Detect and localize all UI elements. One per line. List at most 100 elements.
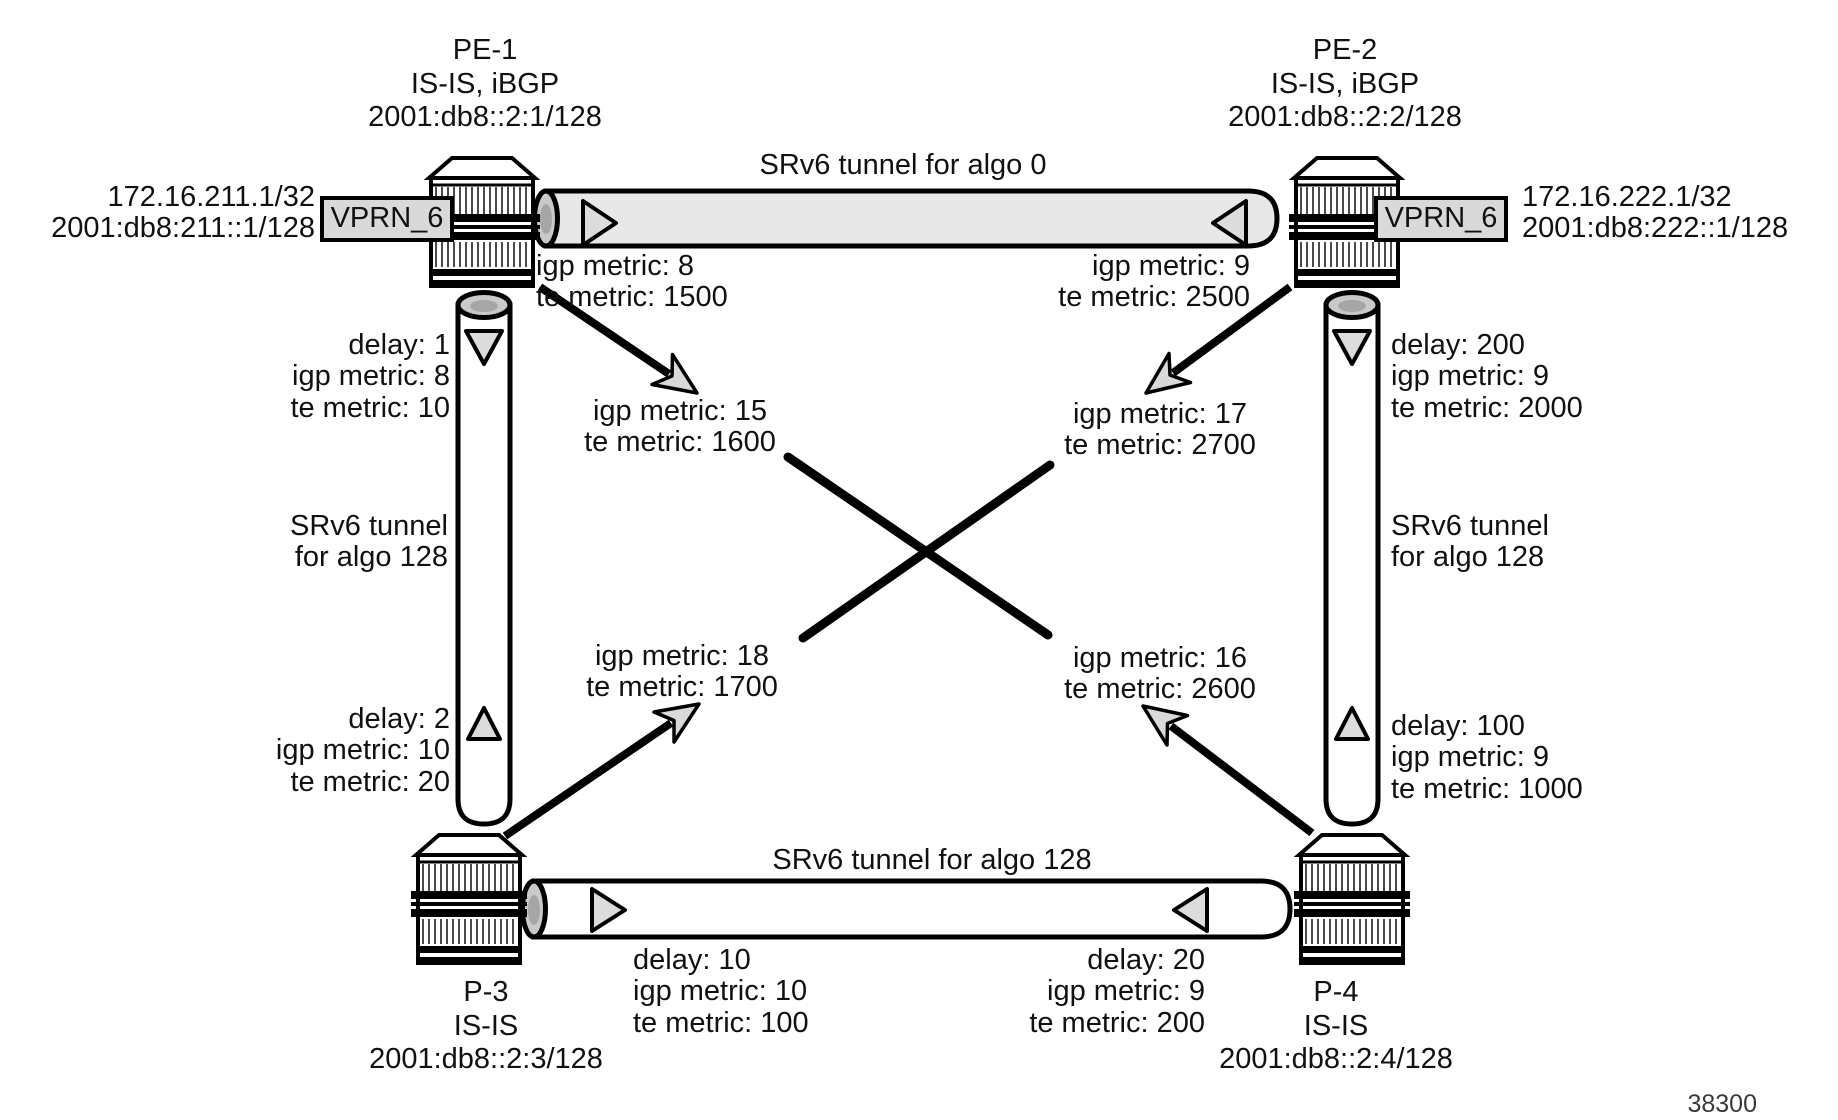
pe2-to-p3-metrics: igp metric: 17 te metric: 2700 <box>1064 398 1256 462</box>
right-tunnel-top-metrics: delay: 200 igp metric: 9 te metric: 2000 <box>1391 329 1583 424</box>
left-tunnel-title-line1: SRv6 tunnel <box>290 510 448 542</box>
p4-to-pe1-arrow <box>1141 704 1315 837</box>
vprn-left-addresses: 172.16.211.1/32 2001:db8:211::1/128 <box>51 181 316 245</box>
pe1-to-p4-metrics: igp metric: 15 te metric: 1600 <box>584 395 776 459</box>
bottom-tunnel-p3-igp-metric: igp metric: 10 <box>633 975 808 1008</box>
pe1-protocols: IS-IS, iBGP <box>410 67 560 100</box>
p4-name: P-4 <box>1313 976 1359 1008</box>
right-tunnel-up-triangle-icon <box>1334 706 1370 741</box>
right-tunnel-bottom-delay: delay: 100 <box>1391 710 1525 742</box>
right-tunnel-top-igp-metric: igp metric: 9 <box>1391 360 1549 393</box>
bottom-tunnel-p4-igp-metric: igp metric: 9 <box>1047 975 1205 1008</box>
left-tunnel-top-metrics: delay: 1 igp metric: 8 te metric: 10 <box>290 329 450 424</box>
pe1-to-p4-arrow <box>537 283 699 395</box>
p3-address: 2001:db8::2:3/128 <box>369 1043 603 1076</box>
pe1-label: PE-1 IS-IS, iBGP 2001:db8::2:1/128 <box>368 34 602 135</box>
right-tunnel-top-te-metric: te metric: 2000 <box>1391 391 1583 424</box>
diagonal-links <box>502 283 1315 840</box>
p4-arrowhead-icon <box>1141 704 1190 747</box>
vprn-left-box <box>320 196 454 242</box>
left-tunnel-bottom-igp-metric: igp metric: 10 <box>275 734 450 767</box>
pe2-to-p3-te-metric: te metric: 2700 <box>1064 429 1256 462</box>
figure-number: 38300 <box>1687 1090 1757 1118</box>
top-tunnel-pe2-igp-metric: igp metric: 9 <box>1092 250 1250 282</box>
left-tunnel-bottom-delay: delay: 2 <box>348 703 450 735</box>
vprn-left-ipv4: 172.16.211.1/32 <box>107 181 316 213</box>
cross-link-segment-ne-sw <box>798 460 1055 643</box>
pe2-address: 2001:db8::2:2/128 <box>1228 101 1462 134</box>
top-tunnel-pe2-metrics: igp metric: 9 te metric: 2500 <box>1058 250 1250 314</box>
left-tunnel-down-triangle-icon <box>464 329 504 366</box>
left-tunnel-title: SRv6 tunnel for algo 128 <box>290 510 448 574</box>
p3-to-pe2-igp-metric: igp metric: 18 <box>594 640 770 672</box>
pe2-label: PE-2 IS-IS, iBGP 2001:db8::2:2/128 <box>1228 34 1462 135</box>
left-tunnel-bottom-te-metric: te metric: 20 <box>290 765 450 798</box>
vprn-left-label: VPRN_6 <box>330 202 444 234</box>
cross-link-segment-nw-se <box>783 452 1053 640</box>
p3-arrowhead-icon <box>652 702 701 744</box>
top-tunnel-title: SRv6 tunnel for algo 0 <box>759 149 1047 181</box>
left-tunnel-bottom-metrics: delay: 2 igp metric: 10 te metric: 20 <box>275 703 450 798</box>
vprn-right-addresses: 172.16.222.1/32 2001:db8:222::1/128 <box>1522 181 1789 245</box>
p3-name: P-3 <box>463 976 509 1008</box>
left-tunnel-title-line2: for algo 128 <box>294 541 448 574</box>
pe2-protocols: IS-IS, iBGP <box>1270 67 1420 100</box>
pe2-arrowhead-icon <box>1144 351 1193 395</box>
bottom-tunnel-left-triangle-icon <box>1172 887 1209 933</box>
top-tunnel-pe1-te-metric: te metric: 1500 <box>536 281 728 314</box>
p3-protocols: IS-IS <box>453 1009 519 1042</box>
top-tunnel-left-triangle-icon <box>1211 199 1248 247</box>
bottom-tunnel-p4-te-metric: te metric: 200 <box>1029 1006 1205 1039</box>
bottom-tunnel-title: SRv6 tunnel for algo 128 <box>772 844 1092 876</box>
top-tunnel-pe1-igp-metric: igp metric: 8 <box>536 250 694 282</box>
right-tunnel-title: SRv6 tunnel for algo 128 <box>1391 510 1549 574</box>
vprn-right-box <box>1374 196 1508 242</box>
pe1-arrowhead-icon <box>650 352 699 395</box>
left-tunnel-top-igp-metric: igp metric: 8 <box>292 360 450 393</box>
p3-to-pe2-arrow <box>502 702 701 840</box>
right-tunnel-title-line2: for algo 128 <box>1391 541 1545 574</box>
pe1-to-p4-te-metric: te metric: 1600 <box>584 426 776 459</box>
left-tunnel-top-te-metric: te metric: 10 <box>290 391 450 424</box>
right-tunnel-bottom-te-metric: te metric: 1000 <box>1391 772 1583 805</box>
left-tunnel-up-triangle-icon <box>466 706 502 741</box>
bottom-tunnel-p4-metrics: delay: 20 igp metric: 9 te metric: 200 <box>1029 944 1205 1039</box>
vprn-right-ipv4: 172.16.222.1/32 <box>1522 181 1732 213</box>
p4-protocols: IS-IS <box>1303 1009 1369 1042</box>
p3-router-icon <box>409 833 529 965</box>
right-vertical-tunnel-cylinder <box>1323 290 1381 827</box>
right-tunnel-down-triangle-icon <box>1332 329 1372 366</box>
vprn-left-ipv6: 2001:db8:211::1/128 <box>51 212 315 245</box>
right-tunnel-title-line1: SRv6 tunnel <box>1391 510 1549 542</box>
top-tunnel-pe1-metrics: igp metric: 8 te metric: 1500 <box>536 250 728 314</box>
pe2-to-p3-igp-metric: igp metric: 17 <box>1072 398 1248 430</box>
top-tunnel-cylinder <box>532 188 1280 249</box>
pe2-to-p3-arrow <box>1144 283 1293 395</box>
p3-to-pe2-metrics: igp metric: 18 te metric: 1700 <box>586 640 778 704</box>
p4-to-pe1-te-metric: te metric: 2600 <box>1064 673 1256 706</box>
p4-router-icon <box>1292 833 1412 965</box>
bottom-tunnel-right-triangle-icon <box>590 887 627 933</box>
p4-to-pe1-igp-metric: igp metric: 16 <box>1072 642 1248 674</box>
right-tunnel-top-delay: delay: 200 <box>1391 329 1525 361</box>
right-tunnel-bottom-igp-metric: igp metric: 9 <box>1391 741 1549 774</box>
bottom-tunnel-p4-delay: delay: 20 <box>1087 944 1205 976</box>
vprn-right-ipv6: 2001:db8:222::1/128 <box>1522 212 1789 245</box>
bottom-tunnel-p3-metrics: delay: 10 igp metric: 10 te metric: 100 <box>633 944 809 1039</box>
bottom-tunnel-cylinder <box>520 878 1293 940</box>
right-tunnel-bottom-metrics: delay: 100 igp metric: 9 te metric: 1000 <box>1391 710 1583 805</box>
top-tunnel-pe2-te-metric: te metric: 2500 <box>1058 281 1250 314</box>
p4-label: P-4 IS-IS 2001:db8::2:4/128 <box>1219 976 1453 1077</box>
p4-address: 2001:db8::2:4/128 <box>1219 1043 1453 1076</box>
top-tunnel-right-triangle-icon <box>581 199 618 247</box>
pe1-to-p4-igp-metric: igp metric: 15 <box>592 395 768 427</box>
bottom-tunnel-p3-delay: delay: 10 <box>633 944 751 976</box>
pe1-address: 2001:db8::2:1/128 <box>368 101 602 134</box>
p3-to-pe2-te-metric: te metric: 1700 <box>586 671 778 704</box>
left-vertical-tunnel-cylinder <box>455 290 513 827</box>
pe2-name: PE-2 <box>1312 34 1378 66</box>
p4-to-pe1-metrics: igp metric: 16 te metric: 2600 <box>1064 642 1256 706</box>
vprn-right-label: VPRN_6 <box>1384 202 1498 234</box>
